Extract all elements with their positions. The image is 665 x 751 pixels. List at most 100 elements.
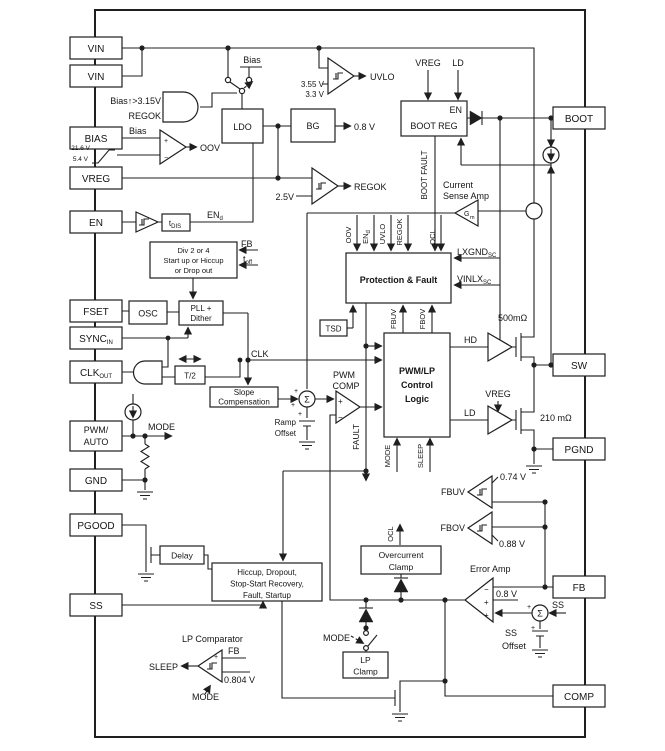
svg-text:+: + — [527, 604, 531, 611]
ground-icon — [136, 491, 154, 500]
current-sense-label-2: Sense Amp — [443, 191, 489, 201]
regok-ref: 2.5V — [275, 192, 294, 202]
ss-summing-icon: Σ + + — [527, 604, 549, 632]
mode-switch-label: MODE — [323, 633, 350, 643]
svg-text:BOOT: BOOT — [565, 114, 593, 125]
ramp-offset-label-1: Ramp — [275, 418, 297, 427]
divider-fb-label: FB — [241, 239, 253, 249]
mode-switch-icon — [363, 629, 370, 651]
prot-in-en-d: ENd — [361, 230, 372, 244]
block-slope-compensation: Slope Compensation — [209, 386, 279, 408]
pwm-auto-mode-label: MODE — [148, 422, 175, 432]
lxgnd-label: LXGNDSC — [457, 247, 497, 259]
svg-text:Delay: Delay — [171, 551, 193, 561]
svg-text:VIN: VIN — [88, 72, 105, 83]
oov-comparator-icon: + − — [159, 128, 188, 166]
oov-output-label: OOV — [200, 143, 220, 153]
svg-text:SS: SS — [89, 601, 103, 612]
svg-text:TSD: TSD — [326, 325, 342, 334]
mode-stub-label: MODE — [383, 445, 392, 468]
regok-output-label: REGOK — [354, 182, 387, 192]
sleep-output-label: SLEEP — [149, 662, 178, 672]
fbov-comp-label: FBOV — [440, 523, 465, 533]
ramp-offset-label-2: Offset — [275, 429, 297, 438]
gates-and-amps: + − G m + − − + + + Σ + + + — [132, 56, 549, 684]
svg-text:PWM/: PWM/ — [84, 425, 109, 435]
svg-text:BIAS: BIAS — [85, 134, 108, 145]
pin-pgnd: PGND — [552, 437, 606, 461]
svg-text:Fault, Startup: Fault, Startup — [243, 591, 292, 600]
fbov-riser-label: FBOV — [418, 309, 427, 329]
current-source-icon — [124, 403, 142, 421]
block-pwm-lp-logic: PWM/LP Control Logic — [383, 332, 451, 438]
svg-text:G: G — [464, 211, 469, 218]
uvlo-low-ref: 3.3 V — [305, 90, 324, 99]
hd-driver-icon — [487, 331, 514, 363]
oc-clamp-diode-icon — [393, 577, 409, 593]
svg-text:Clamp: Clamp — [389, 562, 414, 572]
lp-comparator-icon: + — [196, 648, 223, 684]
error-amp-ref-label: 0.8 V — [496, 589, 517, 599]
oov-low-ref: 5.4 V — [73, 156, 89, 163]
svg-text:Div 2 or 4: Div 2 or 4 — [177, 246, 209, 255]
svg-text:+: + — [164, 138, 168, 145]
svg-text:Σ: Σ — [304, 395, 310, 405]
hs-rdson-label: 500mΩ — [498, 313, 528, 323]
bootreg-ld-label: LD — [452, 58, 464, 68]
svg-text:BOOT REG: BOOT REG — [410, 121, 457, 131]
symbols — [124, 76, 560, 722]
svg-text:−: − — [164, 155, 168, 162]
svg-text:COMP: COMP — [564, 692, 594, 703]
svg-text:m: m — [470, 215, 475, 221]
pin-vreg: VREG — [69, 166, 123, 190]
clkout-and-gate-icon — [132, 360, 163, 385]
svg-text:CLKOUT: CLKOUT — [80, 368, 112, 380]
uvlo-high-ref: 3.55 V — [301, 80, 325, 89]
block-ldo: LDO — [221, 108, 264, 144]
lp-mode-label: MODE — [192, 692, 219, 702]
svg-text:+: + — [531, 625, 535, 632]
pin-comp: COMP — [552, 684, 606, 708]
block-tsd: TSD — [319, 319, 348, 337]
ld-label: LD — [464, 408, 476, 418]
svg-text:LDO: LDO — [233, 122, 252, 132]
pin-en: EN — [69, 210, 123, 234]
block-divider: Div 2 or 4 Start up or Hiccup or Drop ou… — [149, 241, 238, 279]
svg-text:PGND: PGND — [565, 445, 594, 456]
svg-text:+: + — [484, 598, 489, 607]
pin-pwm-auto: PWM/AUTO — [69, 420, 123, 452]
block-protection-fault: Protection & Fault — [345, 252, 452, 304]
lp-fb-label: FB — [228, 646, 240, 656]
sleep-stub-label: SLEEP — [416, 444, 425, 468]
bias-net-label: Bias — [129, 126, 147, 136]
svg-text:PGOOD: PGOOD — [77, 521, 114, 532]
ss-offset-label-1: SS — [505, 628, 517, 638]
svg-text:SYNCIN: SYNCIN — [79, 334, 113, 346]
svg-text:GND: GND — [85, 476, 107, 487]
pwm-comp-label-1: PWM — [333, 370, 355, 380]
current-sense-amp-icon: G m — [453, 198, 479, 228]
fbov-ref-label: 0.88 V — [499, 539, 525, 549]
current-sense-label-1: Current — [443, 180, 474, 190]
ss-summing-input-label: SS — [552, 600, 564, 610]
svg-text:Clamp: Clamp — [353, 667, 378, 677]
svg-text:Σ: Σ — [537, 609, 543, 619]
lp-ref-label: 0.804 V — [224, 675, 255, 685]
bias-switch-icon — [224, 76, 254, 95]
svg-text:AUTO: AUTO — [84, 437, 109, 447]
block-lp-clamp: LP Clamp — [342, 651, 389, 679]
fbov-comparator-icon — [466, 510, 493, 546]
svg-text:FSET: FSET — [83, 307, 109, 318]
pin-pgood: PGOOD — [69, 513, 123, 537]
ground-icon — [298, 441, 316, 450]
prot-in-oov: OOV — [344, 227, 353, 244]
ground-icon — [525, 465, 543, 474]
pin-ss: SS — [69, 593, 123, 617]
block-pll-dither: PLL + Dither — [178, 300, 224, 326]
svg-text:−: − — [338, 413, 343, 422]
svg-text:T/2: T/2 — [184, 372, 196, 381]
ramp-summing-icon: Σ + + + — [291, 388, 316, 418]
ocl-output-label: OCL — [386, 526, 395, 541]
svg-text:OSC: OSC — [138, 309, 158, 319]
